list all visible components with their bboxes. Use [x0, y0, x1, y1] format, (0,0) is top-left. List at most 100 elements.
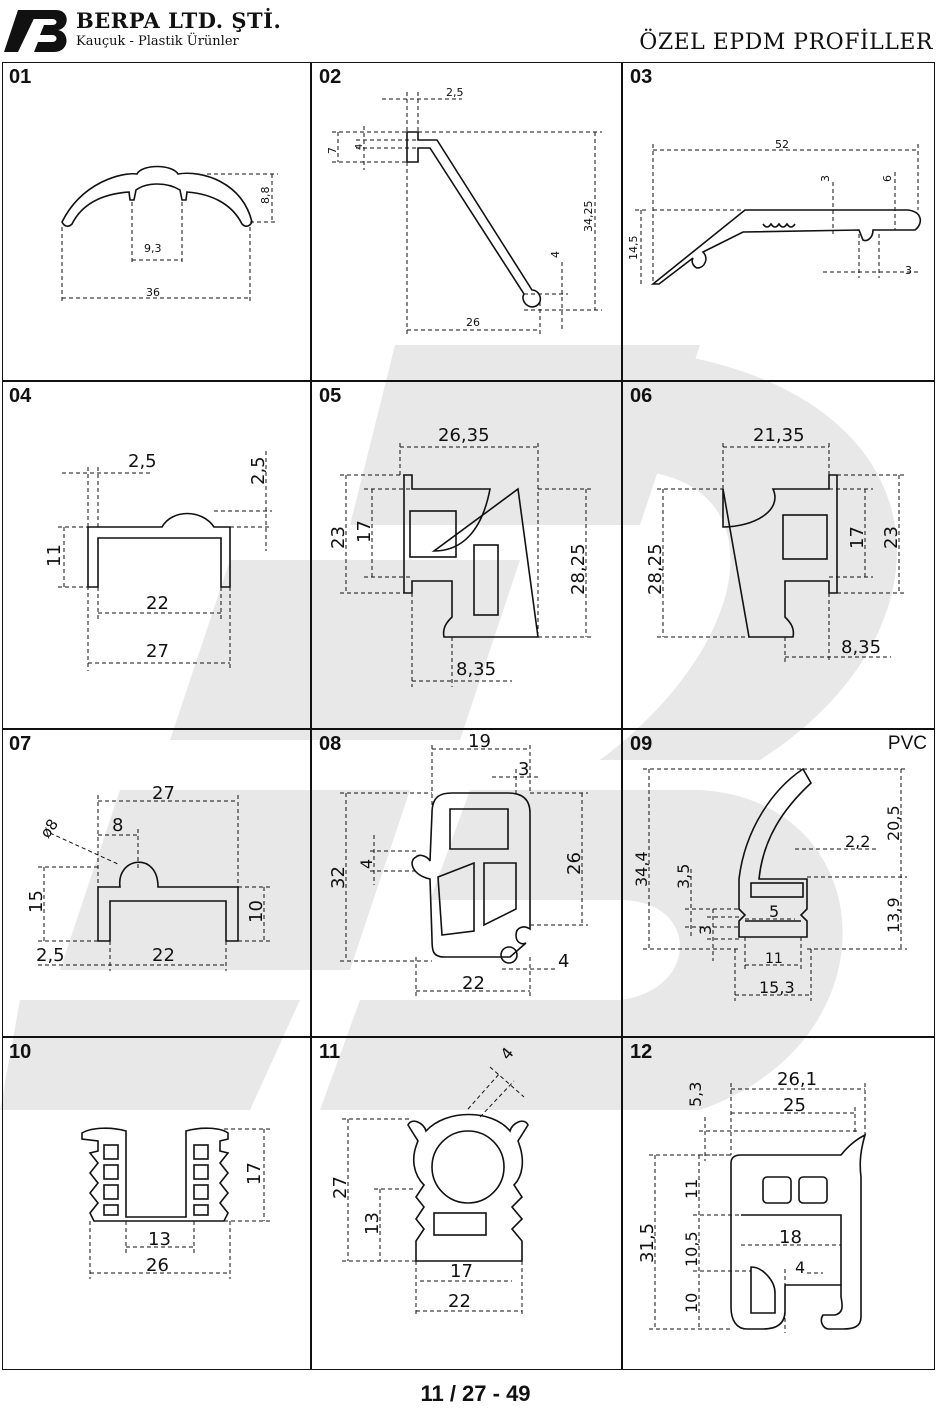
dimension-label: 3	[518, 759, 529, 780]
dimension-label: 17	[354, 520, 375, 543]
dimension-label: 26,35	[438, 425, 490, 446]
dimension-label: 28,25	[568, 543, 589, 595]
profile-number: 09	[630, 733, 653, 755]
dimension-label: 18	[779, 1227, 802, 1248]
dimension-label: 13,9	[884, 897, 903, 933]
dimension-label: 17	[847, 526, 868, 549]
profile-cell-06: 06 21,35 28,25 17 23 8,35	[623, 381, 935, 728]
grid-divider	[310, 62, 312, 1370]
dimension-label: 22	[152, 945, 175, 966]
dimension-label: 7	[326, 147, 339, 154]
dimension-label: 34,25	[582, 201, 595, 233]
dimension-label: 2,5	[446, 86, 464, 99]
dimension-label: ø8	[37, 816, 62, 842]
dimension-label: 14,5	[627, 236, 640, 261]
dimension-label: 10	[246, 900, 267, 923]
grid-divider	[621, 62, 623, 1370]
profile-drawing: 52 3 6 14,5 3	[627, 138, 922, 285]
dimension-label: 2,5	[128, 451, 157, 472]
profile-number: 02	[319, 66, 342, 88]
profile-number: 12	[630, 1041, 653, 1063]
dimension-label: 3	[696, 925, 715, 935]
dimension-label: 22	[462, 973, 485, 994]
dimension-label: 27	[330, 1176, 351, 1199]
dimension-label: 10	[682, 1293, 701, 1313]
dimension-label: 28,25	[645, 543, 666, 595]
profile-number: 07	[9, 733, 32, 755]
profile-cell-05: 05 26,35 23 17 28,25 8,35	[312, 381, 621, 728]
dimension-label: 19	[468, 731, 491, 752]
dimension-label: 17	[450, 1261, 473, 1282]
profile-drawing: 21,35 28,25 17 23 8,35	[645, 425, 905, 663]
material-note: PVC	[887, 733, 927, 754]
dimension-label: 36	[146, 286, 160, 299]
dimension-label: 13	[148, 1229, 171, 1250]
dimension-label: 8,8	[259, 187, 272, 205]
dimension-label: 4	[357, 859, 376, 869]
dimension-label: 5,3	[686, 1082, 705, 1107]
profile-number: 03	[630, 66, 653, 88]
dimension-label: 20,5	[884, 805, 903, 841]
profile-drawing: 2,5 2,5 11 22 27	[44, 451, 272, 671]
profile-number: 04	[9, 385, 32, 407]
company-subtitle: Kauçuk - Plastik Ürünler	[76, 34, 239, 49]
profile-cell-12: 12 26,1 5,3	[623, 1037, 935, 1370]
profile-number: 10	[9, 1041, 32, 1063]
profile-drawing: 20,5 2,2 34,4 3,5 5 13,9 3 11 15,3	[632, 767, 907, 1001]
dimension-label: 34,4	[632, 851, 651, 887]
dimension-label: 25	[783, 1095, 806, 1116]
dimension-label: 26	[146, 1255, 169, 1276]
dimension-label: 4	[558, 951, 569, 972]
dimension-label: 8,35	[456, 659, 496, 680]
dimension-label: 8,35	[841, 637, 881, 658]
profile-drawing: 4 27 13 17 22	[330, 1044, 529, 1317]
dimension-label: 17	[244, 1162, 265, 1185]
profile-cell-08: 08 19 3	[312, 729, 621, 1036]
dimension-label: 3	[905, 264, 912, 277]
grid-divider	[2, 728, 935, 730]
dimension-label: 11	[765, 951, 783, 967]
company-name: BERPA LTD. ŞTİ.	[76, 8, 282, 33]
dimension-label: 52	[775, 138, 789, 151]
profile-number: 05	[319, 385, 342, 407]
dimension-label: 23	[328, 526, 349, 549]
dimension-label: 22	[448, 1291, 471, 1312]
dimension-label: 3,5	[674, 864, 693, 889]
dimension-label: 2,5	[36, 945, 65, 966]
dimension-label: 26	[564, 852, 585, 875]
profile-cell-01: 01 36 9,3 8,8	[2, 62, 310, 380]
dimension-label: 5	[769, 902, 779, 921]
header: BERPA LTD. ŞTİ. Kauçuk - Plastik Ürünler…	[0, 0, 951, 62]
profile-number: 06	[630, 385, 653, 407]
dimension-label: 15,3	[759, 978, 795, 997]
grid-divider	[2, 1036, 935, 1038]
dimension-label: 3	[819, 175, 832, 182]
profile-drawing: 17 13 26	[81, 1127, 270, 1279]
profile-cell-09: 09 PVC	[623, 729, 935, 1036]
profile-cell-10: 10 17 13 26	[2, 1037, 310, 1370]
profile-number: 11	[319, 1041, 341, 1063]
page-number: 11 / 27 - 49	[420, 1381, 531, 1406]
dimension-label: 2,5	[248, 456, 269, 485]
dimension-label: 27	[146, 641, 169, 662]
dimension-label: 13	[362, 1212, 383, 1235]
dimension-label: 4	[497, 1044, 518, 1064]
profile-drawing: 27 ø8 8 15 10 2,5 22	[26, 783, 270, 971]
profile-drawing: 36 9,3 8,8	[61, 165, 278, 304]
dimension-label: 26,1	[777, 1069, 817, 1090]
profile-cell-11: 11 4 27 13 17 22	[312, 1037, 621, 1370]
grid-divider	[2, 380, 935, 382]
profile-drawing: 26,1 5,3 25 11 31,5 18 10,5 4 10	[637, 1069, 867, 1333]
dimension-label: 15	[26, 890, 47, 913]
dimension-label: 4	[549, 251, 562, 258]
dimension-label: 8	[112, 815, 123, 836]
company-logo-icon	[4, 10, 67, 52]
profile-grid	[2, 62, 935, 1370]
dimension-label: 26	[466, 316, 480, 329]
dimension-label: 22	[146, 593, 169, 614]
profile-drawing: 26,35 23 17 28,25 8,35	[328, 425, 594, 687]
dimension-label: 11	[682, 1179, 701, 1199]
profile-number: 01	[9, 66, 32, 88]
profile-cell-02: 02 2,5 7 4 34,25 4 26	[312, 62, 621, 380]
dimension-label: 32	[328, 866, 349, 889]
